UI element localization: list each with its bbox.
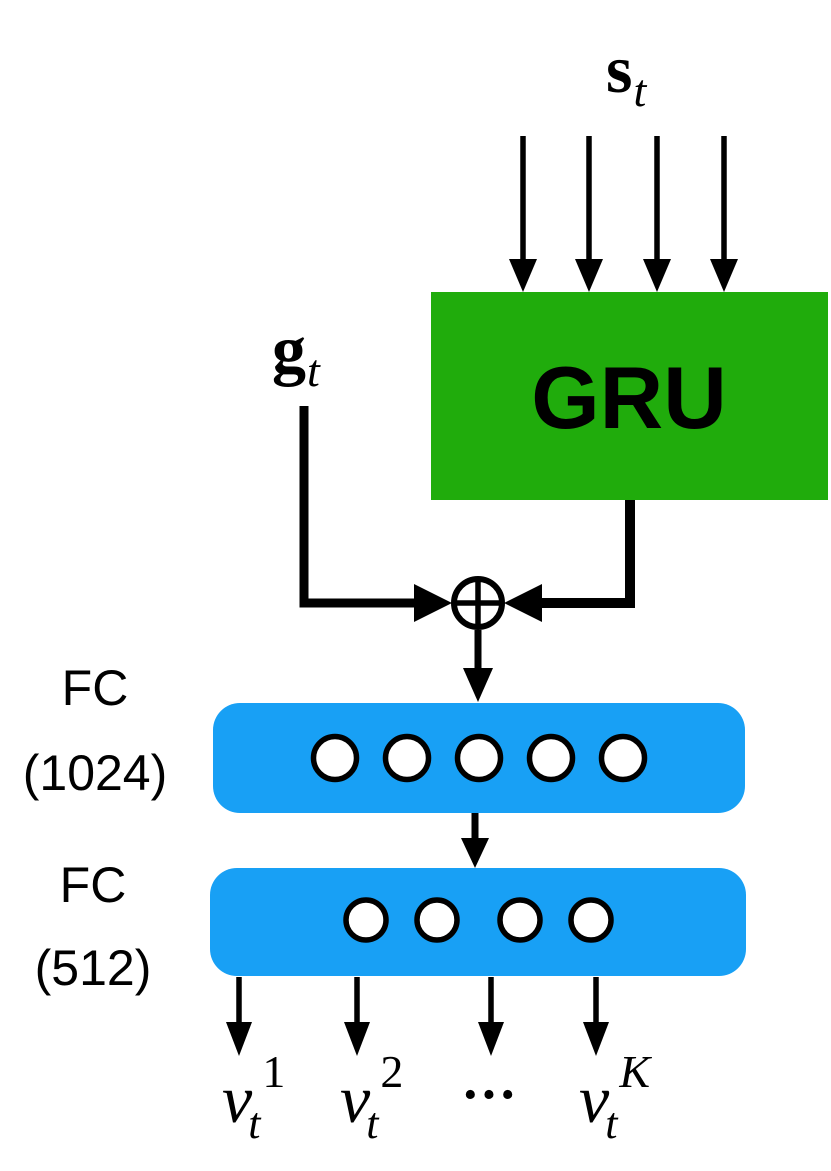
fc1-to-fc2-arrow	[461, 813, 489, 868]
input-arrow	[509, 136, 537, 292]
output-ellipsis: ···	[461, 1064, 517, 1126]
arrow-head	[583, 1022, 609, 1056]
fc1-label: FC (1024)	[23, 660, 168, 801]
arrow-head	[504, 584, 542, 622]
gru-block: GRU	[431, 292, 828, 500]
fc-node	[568, 897, 614, 943]
gate-subscript: t	[307, 345, 321, 396]
input-arrows	[509, 136, 738, 292]
input-arrow	[710, 136, 738, 292]
fc-node	[382, 733, 432, 783]
arrow-head	[461, 838, 489, 868]
output-label-2: vt2	[340, 1046, 403, 1148]
output-arrows	[226, 977, 609, 1056]
arrow-head	[710, 259, 738, 292]
output-label-1: vt1	[222, 1046, 285, 1148]
output-label-k: vtK	[579, 1046, 652, 1148]
gru-output-line	[540, 500, 635, 608]
arrow-head	[226, 1022, 252, 1056]
arrow-head	[344, 1022, 370, 1056]
output-superscript: 2	[380, 1046, 403, 1097]
circled-plus-icon	[451, 576, 505, 630]
gate-vector-label: gt	[272, 311, 321, 396]
gru-label: GRU	[531, 348, 727, 447]
arrow-head	[575, 259, 603, 292]
input-base: s	[606, 31, 632, 107]
input-vector-label: st	[606, 31, 647, 116]
gate-arrow	[299, 406, 452, 622]
fc-node	[310, 733, 360, 783]
output-base: v	[340, 1061, 371, 1137]
arrow-head	[478, 1022, 504, 1056]
gru-output-arrow	[504, 500, 635, 622]
output-superscript: 1	[262, 1046, 285, 1097]
fc-node	[343, 897, 389, 943]
output-base: v	[579, 1061, 610, 1137]
fc2-title: FC	[60, 857, 127, 913]
gate-connector-line	[299, 406, 418, 608]
fc1-units: (1024)	[23, 745, 168, 801]
input-arrow	[575, 136, 603, 292]
gate-base: g	[272, 311, 306, 387]
fc1-layer	[213, 703, 745, 813]
fc2-label: FC (512)	[35, 857, 152, 996]
fc-node	[497, 897, 543, 943]
arrow-head	[643, 259, 671, 292]
input-subscript: t	[633, 65, 647, 116]
arrow-head	[509, 259, 537, 292]
output-arrow	[583, 977, 609, 1056]
input-arrow	[643, 136, 671, 292]
output-subscript: t	[366, 1099, 380, 1148]
arrow-head	[414, 584, 452, 622]
fc1-title: FC	[62, 660, 129, 716]
fc2-units: (512)	[35, 940, 152, 996]
gru-box	[431, 292, 828, 500]
output-subscript: t	[605, 1099, 619, 1148]
fc2-box	[210, 868, 746, 976]
output-arrow	[344, 977, 370, 1056]
arrow-head	[463, 668, 493, 702]
output-arrow	[226, 977, 252, 1056]
output-arrow	[478, 977, 504, 1056]
sum-to-fc1-arrow	[463, 630, 493, 702]
fc-node	[454, 733, 504, 783]
fc-node	[526, 733, 576, 783]
fc-node	[414, 897, 460, 943]
output-superscript: K	[618, 1046, 652, 1097]
output-labels: vt1 vt2 ··· vtK	[222, 1046, 652, 1148]
fc2-layer	[210, 868, 746, 976]
output-subscript: t	[248, 1099, 262, 1148]
output-base: v	[222, 1061, 253, 1137]
fc-node	[598, 733, 648, 783]
